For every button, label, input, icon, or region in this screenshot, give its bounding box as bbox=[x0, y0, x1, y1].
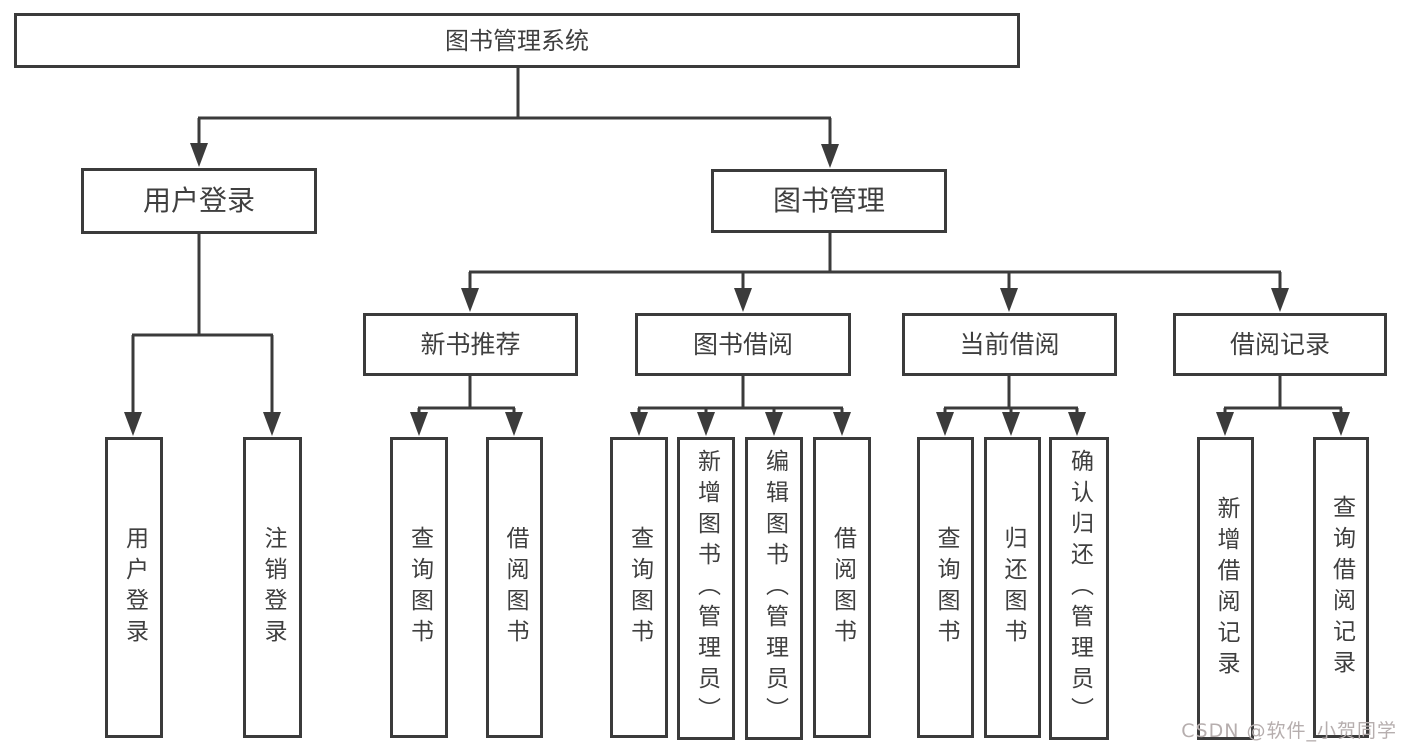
leaf-borrow-books: 借阅图书 bbox=[813, 437, 871, 738]
leaf-query-books-recommend: 查询图书 bbox=[390, 437, 448, 738]
node-label: 新增图书（管理员） bbox=[693, 449, 720, 728]
node-label: 图书管理 bbox=[772, 184, 885, 217]
node-label: 查询借阅记录 bbox=[1328, 494, 1355, 681]
node-label: 图书借阅 bbox=[692, 330, 793, 359]
node-label: 编辑图书（管理员） bbox=[761, 449, 788, 728]
node-book-borrowing: 图书借阅 bbox=[635, 313, 851, 376]
leaf-edit-books-admin: 编辑图书（管理员） bbox=[745, 437, 803, 740]
node-label: 归还图书 bbox=[1000, 525, 1026, 650]
node-label: 查询图书 bbox=[626, 525, 653, 650]
node-book-management: 图书管理 bbox=[711, 169, 947, 233]
leaf-borrow-books-recommend: 借阅图书 bbox=[486, 437, 543, 738]
node-label: 确认归还（管理员） bbox=[1066, 449, 1093, 728]
node-label: 借阅图书 bbox=[502, 525, 528, 650]
node-new-book-recommend: 新书推荐 bbox=[363, 313, 578, 376]
node-current-borrowing: 当前借阅 bbox=[902, 313, 1117, 376]
node-user-login: 用户登录 bbox=[81, 168, 317, 234]
node-label: 注销登录 bbox=[260, 525, 286, 650]
leaf-return-books: 归还图书 bbox=[984, 437, 1041, 738]
leaf-add-books-admin: 新增图书（管理员） bbox=[677, 437, 735, 740]
node-label: 用户登录 bbox=[121, 525, 148, 650]
leaf-query-books-current: 查询图书 bbox=[917, 437, 974, 738]
node-label: 当前借阅 bbox=[959, 330, 1060, 359]
node-label: 新书推荐 bbox=[420, 330, 521, 359]
leaf-user-login: 用户登录 bbox=[105, 437, 163, 738]
leaf-query-books-borrowing: 查询图书 bbox=[610, 437, 668, 738]
node-library-management-system: 图书管理系统 bbox=[14, 13, 1020, 68]
leaf-add-borrow-record: 新增借阅记录 bbox=[1197, 437, 1254, 740]
leaf-query-borrow-record: 查询借阅记录 bbox=[1313, 437, 1369, 738]
leaf-logout: 注销登录 bbox=[243, 437, 302, 738]
node-label: 查询图书 bbox=[933, 525, 959, 650]
node-label: 用户登录 bbox=[142, 184, 255, 217]
node-label: 借阅记录 bbox=[1229, 330, 1330, 359]
node-borrowing-records: 借阅记录 bbox=[1173, 313, 1387, 376]
csdn-watermark: CSDN @软件_小贺同学 bbox=[1181, 720, 1397, 742]
node-label: 新增借阅记录 bbox=[1213, 495, 1239, 682]
node-label: 借阅图书 bbox=[829, 525, 856, 650]
node-label: 查询图书 bbox=[406, 525, 433, 650]
leaf-confirm-return-admin: 确认归还（管理员） bbox=[1049, 437, 1109, 740]
node-label: 图书管理系统 bbox=[445, 26, 589, 55]
